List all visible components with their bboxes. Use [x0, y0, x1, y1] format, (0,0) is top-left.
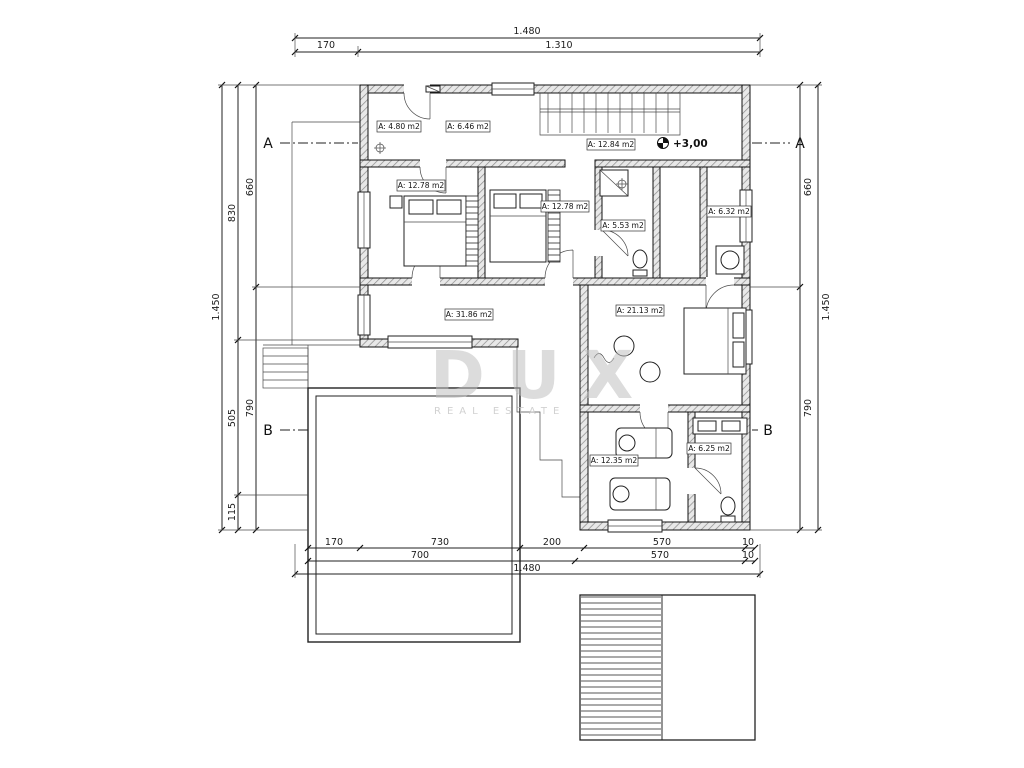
dim-label: 505	[227, 409, 238, 427]
dim-label: 1.450	[211, 293, 222, 320]
dim-label: 730	[431, 537, 449, 548]
toilet-icon	[632, 249, 648, 277]
bed-icon	[683, 307, 747, 375]
terrace-stairs	[262, 347, 309, 389]
room-label: A: 4.80 m2	[376, 120, 422, 133]
dim-label: 170	[317, 40, 335, 51]
room-label: A: 5.53 m2	[600, 219, 646, 232]
lounger-icon	[609, 427, 673, 511]
dimension-top: 1.480 170 1.310	[291, 26, 764, 57]
dim-label: 115	[227, 503, 238, 521]
room-labels: A: 4.80 m2 A: 6.46 m2 A: 12.84 m2 A: 12.…	[376, 120, 752, 467]
svg-text:A: 12.84 m2: A: 12.84 m2	[588, 140, 635, 149]
section-b-left-label: B	[263, 423, 273, 439]
staircase	[539, 93, 681, 136]
terrace-outline	[263, 121, 580, 498]
washer-icon	[715, 245, 745, 275]
svg-text:A: 31.86 m2: A: 31.86 m2	[446, 310, 493, 319]
dim-label: 1.480	[513, 26, 540, 37]
doors	[403, 84, 735, 495]
dim-label: 570	[653, 537, 671, 548]
svg-text:A: 4.80 m2: A: 4.80 m2	[378, 122, 420, 131]
dim-label: 570	[651, 550, 669, 561]
svg-text:A: 5.53 m2: A: 5.53 m2	[602, 221, 644, 230]
room-label: A: 12.78 m2	[396, 179, 446, 192]
room-label: A: 21.13 m2	[615, 304, 665, 317]
room-label: A: 12.84 m2	[586, 138, 636, 151]
light-symbol-icon	[374, 142, 628, 190]
dim-label: 1.450	[821, 293, 832, 320]
watermark-title: DUX	[430, 337, 655, 414]
stool-icon	[593, 335, 661, 383]
room-label: A: 6.32 m2	[706, 205, 752, 218]
svg-text:A: 6.25 m2: A: 6.25 m2	[688, 444, 730, 453]
section-a-left-label: A	[263, 136, 273, 152]
dimension-left: 1.450 830 505 115 660 790	[211, 81, 360, 534]
dim-label: 10	[742, 550, 754, 561]
room-label: A: 12.35 m2	[589, 454, 639, 467]
dimension-bottom: 170 730 200 570 10 700 570 10 1.480	[291, 537, 764, 578]
elevation-marker: +3,00	[657, 137, 708, 150]
dim-label: 790	[245, 399, 256, 417]
room-label: A: 6.25 m2	[686, 442, 732, 455]
room-label: A: 6.46 m2	[445, 120, 491, 133]
svg-text:A: 12.78 m2: A: 12.78 m2	[542, 202, 589, 211]
pool	[307, 387, 521, 643]
section-b-right-label: B	[763, 423, 773, 439]
svg-text:A: 6.46 m2: A: 6.46 m2	[447, 122, 489, 131]
dim-label: 1.310	[545, 40, 572, 51]
room-label: A: 31.86 m2	[444, 308, 494, 321]
bed-icon	[389, 195, 479, 267]
dim-label: 170	[325, 537, 343, 548]
dim-label: 700	[411, 550, 429, 561]
pergola-structure	[579, 594, 756, 741]
watermark-subtitle: REAL ESTATE	[434, 406, 565, 417]
svg-text:A: 12.35 m2: A: 12.35 m2	[591, 456, 638, 465]
shower-icon	[599, 169, 629, 197]
svg-text:A: 21.13 m2: A: 21.13 m2	[617, 306, 664, 315]
elevation-label: +3,00	[673, 138, 708, 150]
dim-label: 830	[227, 204, 238, 222]
room-label: A: 12.78 m2	[540, 200, 590, 213]
dimension-right: 660 790 1.450	[750, 81, 832, 534]
dim-label: 660	[245, 178, 256, 196]
dim-label: 660	[803, 178, 814, 196]
dim-label: 1.480	[513, 563, 540, 574]
dim-label: 200	[543, 537, 561, 548]
sink-icon	[692, 417, 748, 435]
svg-text:A: 6.32 m2: A: 6.32 m2	[708, 207, 750, 216]
toilet-icon	[720, 496, 736, 523]
dim-label: 10	[742, 537, 754, 548]
dim-label: 790	[803, 399, 814, 417]
vent-icon	[425, 85, 441, 93]
svg-text:A: 12.78 m2: A: 12.78 m2	[398, 181, 445, 190]
watermark: DUX REAL ESTATE	[430, 337, 655, 417]
